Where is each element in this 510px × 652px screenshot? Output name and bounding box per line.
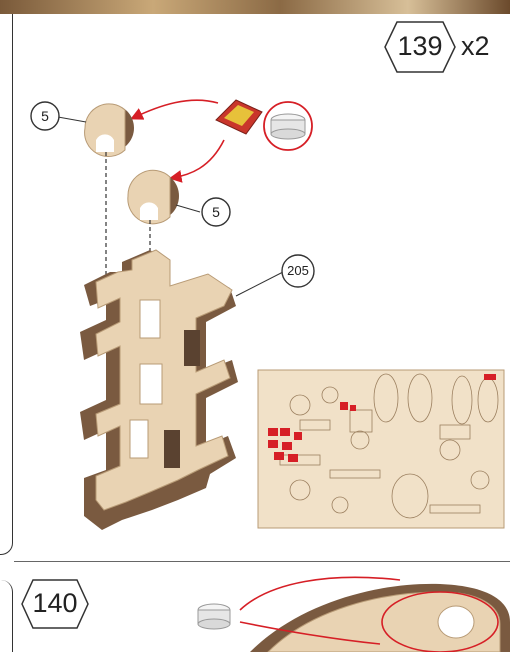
callout-leader-top <box>58 117 86 122</box>
top-cap-piece <box>85 104 134 157</box>
callout-part-number: 205 <box>284 257 312 285</box>
next-step-illustration <box>0 562 510 652</box>
callout-quantity-mid: 5 <box>202 198 230 226</box>
arrow-to-top-cap <box>133 100 218 118</box>
tealight-highlight <box>264 102 312 150</box>
wooden-panel-part <box>80 250 238 530</box>
callout-leader-mid <box>176 205 200 212</box>
arrow-to-middle-cap <box>172 140 224 178</box>
middle-cap-piece <box>128 170 179 223</box>
assembly-illustration <box>0 0 510 560</box>
cap-piece-source <box>216 100 262 134</box>
callout-quantity-top: 5 <box>31 102 59 130</box>
callout-leader-part <box>236 272 283 296</box>
parts-sheet-thumbnail <box>258 370 504 528</box>
